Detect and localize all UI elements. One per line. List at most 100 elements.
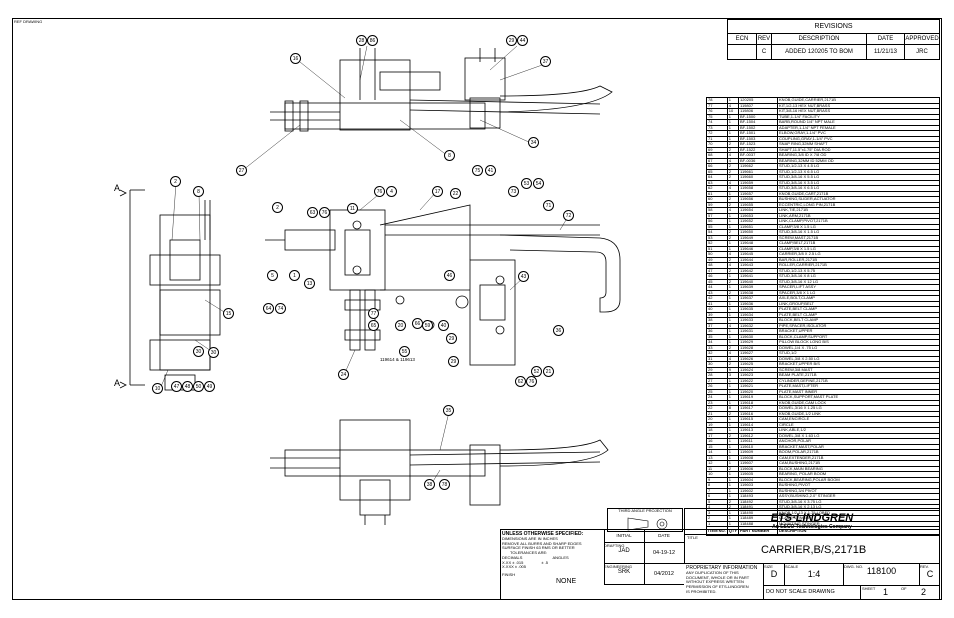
balloon: 20 bbox=[395, 320, 406, 331]
section-marker-bottom: A bbox=[114, 378, 121, 388]
bom-description: KIT,3/8-16 HEX NUT,BRASS bbox=[777, 108, 940, 115]
bom-part-number: 119641 bbox=[738, 273, 779, 280]
bom-description: PILLOW BLOCK LONG B/S bbox=[777, 339, 940, 346]
bom-description: BEARING, POLAR BOOM bbox=[777, 471, 940, 478]
bom-qty: 2 bbox=[726, 410, 740, 417]
balloon: 15 bbox=[223, 308, 234, 319]
bom-qty: 1 bbox=[726, 394, 740, 401]
bom-part-number: 119633 bbox=[738, 317, 779, 324]
sheet-total: 2 bbox=[921, 587, 927, 597]
balloon: 75 bbox=[472, 165, 483, 176]
bom-description: CAM,EXTENDER,2171B bbox=[777, 454, 940, 461]
balloon: 8 bbox=[444, 150, 455, 161]
bom-description: LINK,GROUP,BELT bbox=[777, 300, 940, 307]
bom-qty: 1 bbox=[726, 333, 740, 340]
bom-part-number: 120205 bbox=[738, 97, 779, 104]
bom-description: BLOCK,CLAMP,SUPPORT bbox=[777, 333, 940, 340]
bom-part-number: 119605 bbox=[738, 471, 779, 478]
proprietary-line-3: WITHOUT EXPRESS WRITTEN bbox=[686, 579, 744, 585]
balloon: 13 bbox=[304, 278, 315, 289]
bom-description: PLATE,MAST INNER bbox=[777, 388, 940, 395]
balloon: 72 bbox=[563, 210, 574, 221]
spec-line-3: SURFACE FINISH 63 RMS OR BETTER bbox=[502, 545, 575, 551]
company-logo: ETS·LINDGREN bbox=[770, 512, 854, 524]
title-block bbox=[500, 529, 940, 600]
proprietary-line-1: ANY DUPLICATION OF THIS bbox=[686, 570, 739, 575]
bom-description: LINK,ABLE,1/2 bbox=[777, 427, 940, 434]
bom-qty: 4 bbox=[726, 355, 740, 362]
bom-qty: 1 bbox=[726, 339, 740, 346]
bom-part-number: 119629 bbox=[738, 339, 779, 346]
bom-part-number: 119635 bbox=[738, 306, 779, 313]
engineering-initial: SRK bbox=[617, 569, 631, 575]
sheet-label: SHEET bbox=[862, 586, 876, 591]
bom-part-number: 119621 bbox=[738, 383, 779, 390]
bom-header: PART NUMBER bbox=[738, 526, 779, 536]
finish-value: NONE bbox=[556, 578, 577, 585]
bom-qty: 2 bbox=[726, 278, 740, 285]
drawing-title: CARRIER,B/S,2171B bbox=[761, 544, 867, 556]
balloon: 2 bbox=[170, 176, 181, 187]
spec-title: UNLESS OTHERWISE SPECIFIED: bbox=[502, 531, 584, 537]
balloon: 54 bbox=[533, 178, 544, 189]
drawing-number: 118100 bbox=[866, 566, 897, 576]
bom-qty: 2 bbox=[726, 344, 740, 351]
bom-header: QTY bbox=[726, 526, 740, 536]
balloon: 34 bbox=[528, 137, 539, 148]
balloon: 86 bbox=[367, 35, 378, 46]
drafting-label: DRAFTING bbox=[604, 543, 625, 548]
bom-description: BRACKET,UPPER B/S bbox=[777, 361, 940, 368]
bom-qty: 4 bbox=[726, 322, 740, 329]
bom-description: CAM,ENCIRCLE bbox=[777, 416, 940, 423]
balloon: 48 bbox=[182, 381, 193, 392]
balloon: 59 bbox=[422, 320, 433, 331]
bom-description: CYLINDER,DEFINE,2171B bbox=[777, 377, 940, 384]
balloon: 11 bbox=[347, 203, 358, 214]
bom-qty: 3 bbox=[726, 372, 740, 379]
balloon: 50 bbox=[193, 381, 204, 392]
balloon: 62 bbox=[515, 376, 526, 387]
bom-part-number: 119617 bbox=[738, 405, 779, 412]
bom-description: STUD,3/8-16 X 2.13 LG bbox=[777, 504, 940, 511]
balloon: 64 bbox=[263, 303, 274, 314]
balloon: 71 bbox=[543, 200, 554, 211]
scale-label: SCALE bbox=[785, 564, 799, 569]
scale-value: 1:4 bbox=[807, 569, 821, 579]
of-label: OF bbox=[901, 586, 907, 591]
bom-description: PLATE,BELT CLAMP bbox=[777, 306, 940, 313]
bom-description: PLATE,BELT CLAMP bbox=[777, 311, 940, 318]
balloon: 22 bbox=[450, 188, 461, 199]
bom-description: BRACKET,UPPER bbox=[777, 328, 940, 335]
bom-part-number: 119642 bbox=[738, 267, 779, 274]
bom-description: PIPE,SPACER,ISOLATOR bbox=[777, 322, 940, 329]
bom-part-number: 119613 bbox=[738, 427, 779, 434]
bom-part-number: 119607 bbox=[738, 460, 779, 467]
projection-label: THIRD ANGLE PROJECTION bbox=[618, 508, 672, 513]
bom-description: KIT,1/2-13 HEX NUT,BRASS bbox=[777, 102, 940, 109]
bom-qty: 2 bbox=[726, 432, 740, 439]
bom-description: SPACER,LIFT ASSY bbox=[777, 284, 940, 291]
bom-qty: 2 bbox=[726, 289, 740, 296]
bom-part-number: 119632 bbox=[738, 322, 779, 329]
bom-part-number: 119603 bbox=[738, 482, 779, 489]
bom-description: KNOB,GUIDE,1/2 LINK bbox=[777, 410, 940, 417]
finish-label: FINISH bbox=[502, 571, 516, 577]
do-not-scale-note: DO NOT SCALE DRAWING bbox=[766, 589, 835, 595]
bom-part-number: 119639 bbox=[738, 284, 779, 291]
